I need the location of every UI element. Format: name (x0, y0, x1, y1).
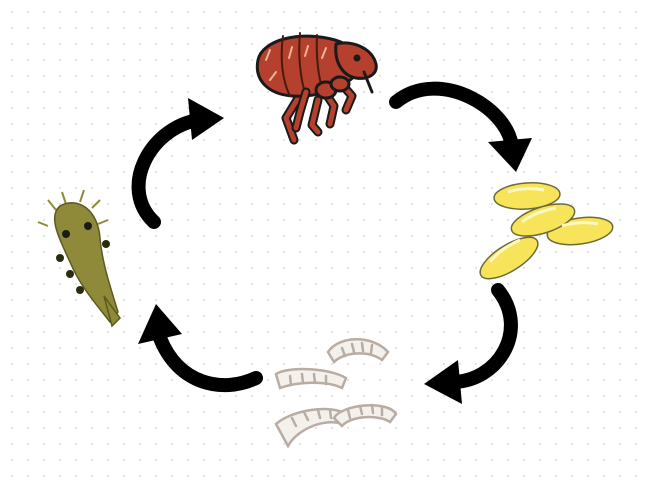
arrow-larvae-to-pupa (138, 304, 263, 392)
egg-cluster-icon (479, 182, 614, 280)
flea-icon (255, 32, 378, 145)
arrow-adult-to-eggs (389, 81, 532, 172)
larvae-icon (274, 338, 398, 449)
pupa-icon (37, 189, 121, 328)
arrow-pupa-to-adult (131, 98, 224, 229)
arrow-eggs-to-larvae (424, 283, 518, 404)
